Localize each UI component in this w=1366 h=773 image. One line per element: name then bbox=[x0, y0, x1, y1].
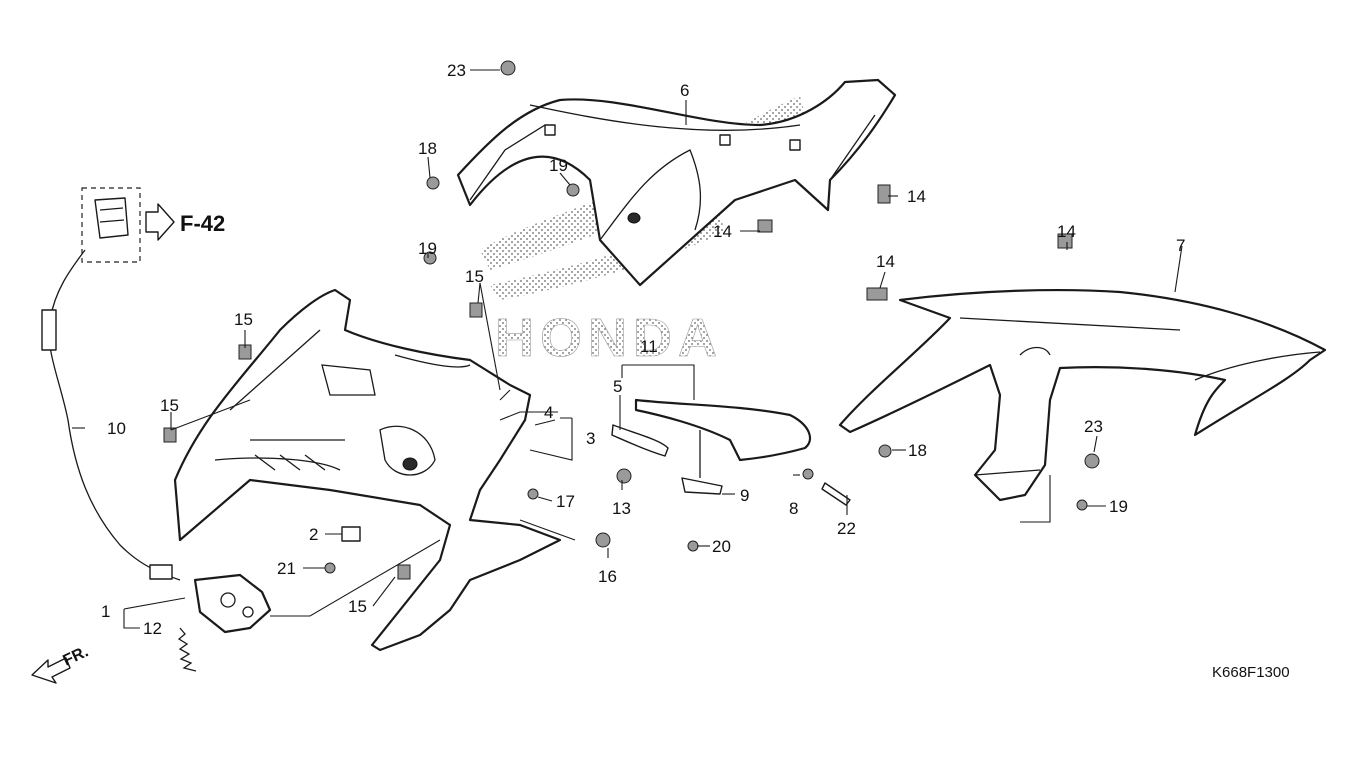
callout-21: 21 bbox=[277, 559, 296, 578]
callout-14b: 14 bbox=[713, 222, 732, 241]
callout-15c: 15 bbox=[160, 396, 179, 415]
callout-23b: 23 bbox=[1084, 417, 1103, 436]
reference-arrow: F-42 bbox=[145, 203, 225, 241]
callout-6: 6 bbox=[680, 81, 689, 100]
reference-label: F-42 bbox=[180, 211, 225, 236]
callout-8: 8 bbox=[789, 499, 798, 518]
part-22-pin bbox=[821, 482, 851, 506]
callout-11: 11 bbox=[640, 337, 658, 356]
part-3-inner-cover bbox=[173, 288, 562, 652]
callout-4: 4 bbox=[544, 403, 553, 422]
part-1-latch bbox=[193, 573, 272, 634]
callout-18a: 18 bbox=[418, 139, 437, 158]
leader-lines bbox=[72, 69, 1183, 629]
diagram-code: K668F1300 bbox=[1212, 664, 1290, 681]
callout-3: 3 bbox=[586, 429, 595, 448]
callout-13: 13 bbox=[612, 499, 631, 518]
watermark-text: HONDA bbox=[495, 308, 723, 368]
callout-14d: 14 bbox=[1057, 222, 1076, 241]
callout-14a: 14 bbox=[907, 187, 926, 206]
connector-box bbox=[81, 187, 141, 263]
callout-10: 10 bbox=[107, 419, 126, 438]
part-9-hinge bbox=[681, 430, 723, 495]
fasteners bbox=[163, 60, 1100, 580]
callout-15a: 15 bbox=[465, 267, 484, 286]
callout-19c: 19 bbox=[1109, 497, 1128, 516]
callout-19a: 19 bbox=[549, 156, 568, 175]
callout-18b: 18 bbox=[908, 441, 927, 460]
callout-19b: 19 bbox=[418, 239, 437, 258]
part-12-spring bbox=[177, 627, 197, 672]
part-11-lid bbox=[611, 398, 812, 462]
callout-2: 2 bbox=[309, 525, 318, 544]
callout-14c: 14 bbox=[876, 252, 895, 271]
callout-15d: 15 bbox=[348, 597, 367, 616]
callout-7: 7 bbox=[1176, 236, 1185, 255]
callout-9: 9 bbox=[740, 486, 749, 505]
callout-23a: 23 bbox=[447, 61, 466, 80]
callout-16: 16 bbox=[598, 567, 617, 586]
callout-1: 1 bbox=[101, 602, 110, 621]
callout-15b: 15 bbox=[234, 310, 253, 329]
direction-label: FR. bbox=[61, 643, 92, 669]
callout-labels: 1 2 3 4 5 6 7 8 9 10 11 12 13 14 14 14 1… bbox=[101, 61, 1185, 638]
callout-5: 5 bbox=[613, 377, 622, 396]
front-direction-indicator: FR. bbox=[31, 643, 92, 684]
part-7-right-cover bbox=[838, 288, 1327, 502]
callout-22: 22 bbox=[837, 519, 856, 538]
callout-12: 12 bbox=[143, 619, 162, 638]
callout-17: 17 bbox=[556, 492, 575, 511]
callout-20: 20 bbox=[712, 537, 731, 556]
part-6-upper-cover bbox=[456, 78, 897, 287]
part-10-cable bbox=[41, 249, 181, 581]
